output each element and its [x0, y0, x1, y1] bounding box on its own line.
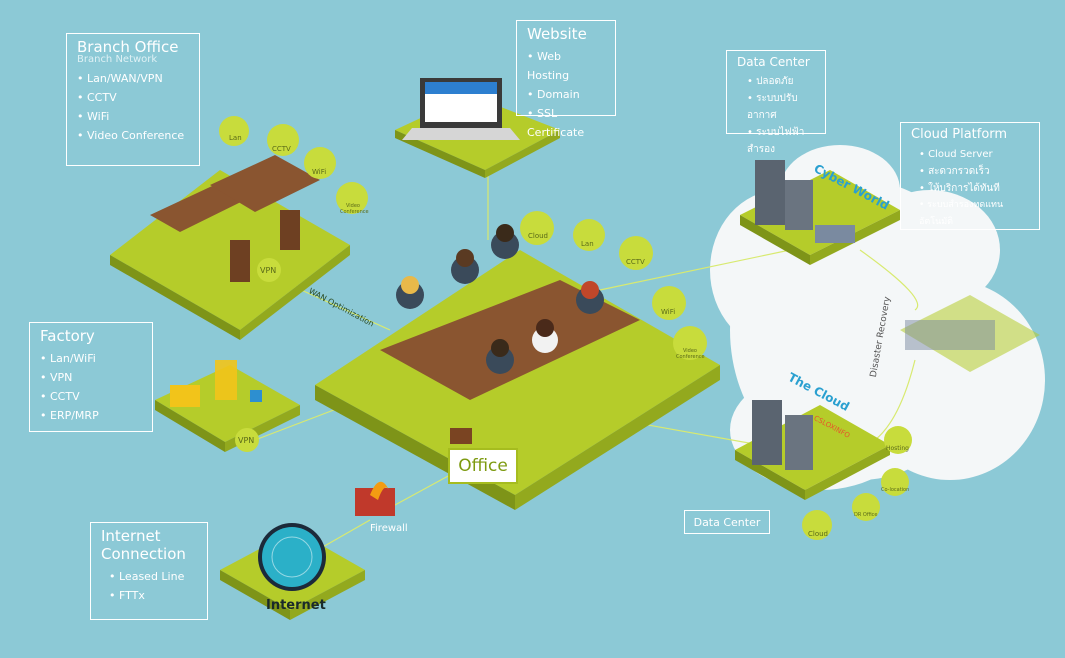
list-item: ระบบสำรองทดแทนอัตโนมัติ: [919, 197, 1029, 231]
list-item: Domain: [527, 85, 605, 104]
website-list: Web Hosting Domain SSL Certificate: [527, 47, 605, 142]
list-item: FTTx: [109, 586, 197, 605]
cloud-platform-list: Cloud Server สะดวกรวดเร็ว ให้บริการได้ทั…: [919, 146, 1029, 231]
data-center-top-list: ปลอดภัย ระบบปรับอากาศ ระบบไฟฟ้าสำรอง: [747, 73, 815, 158]
data-center-bottom-platform: [735, 400, 890, 500]
list-item: Video Conference: [77, 126, 189, 145]
list-item: ระบบปรับอากาศ: [747, 90, 815, 124]
data-center-top-title: Data Center: [737, 55, 810, 69]
list-item: ปลอดภัย: [747, 73, 815, 90]
list-item: ERP/MRP: [40, 406, 142, 425]
internet-connection-list: Leased Line FTTx: [109, 567, 197, 605]
cloud-dc-label: Cloud: [808, 530, 828, 538]
office-platform: [315, 224, 720, 510]
list-item: สะดวกรวดเร็ว: [919, 163, 1029, 180]
website-title: Website: [527, 25, 587, 43]
list-item: SSL Certificate: [527, 104, 605, 142]
lan-office-label: Lan: [581, 240, 594, 248]
vpn-branch-label: VPN: [260, 266, 277, 275]
cloud-platform-title: Cloud Platform: [911, 127, 1008, 142]
wifi-office-label: WiFi: [661, 308, 676, 316]
list-item: Lan/WAN/VPN: [77, 69, 189, 88]
hosting-label: Hosting: [886, 445, 909, 452]
list-item: Leased Line: [109, 567, 197, 586]
video-conference-office-label: Video Conference: [676, 348, 705, 360]
factory-title: Factory: [40, 327, 95, 345]
list-item: Lan/WiFi: [40, 349, 142, 368]
icon-bubbles: [219, 116, 912, 540]
firewall-label: Firewall: [370, 523, 408, 534]
branch-office-title: Branch Office: [77, 38, 179, 56]
internet-connection-box: Internet Connection Leased Line FTTx: [90, 522, 208, 620]
factory-list: Lan/WiFi VPN CCTV ERP/MRP: [40, 349, 142, 425]
cloud-platform-box: Cloud Platform Cloud Server สะดวกรวดเร็ว…: [900, 122, 1040, 230]
website-box: Website Web Hosting Domain SSL Certifica…: [516, 20, 616, 139]
branch-office-box: Branch Office Branch Network Lan/WAN/VPN…: [66, 33, 200, 166]
data-center-bottom-label: Data Center: [684, 510, 770, 534]
website-platform: [395, 78, 560, 178]
internet-connection-title: Internet Connection: [101, 527, 186, 563]
branch-platform: [110, 155, 350, 340]
list-item: WiFi: [77, 107, 189, 126]
list-item: VPN: [40, 368, 142, 387]
lan-branch-label: Lan: [229, 134, 242, 142]
cloud-platform-platform: [900, 295, 1040, 372]
cctv-branch-label: CCTV: [272, 145, 291, 153]
cloud-office-label: Cloud: [528, 232, 548, 240]
branch-office-list: Lan/WAN/VPN CCTV WiFi Video Conference: [77, 69, 189, 145]
factory-platform: [155, 360, 300, 452]
factory-box: Factory Lan/WiFi VPN CCTV ERP/MRP: [29, 322, 153, 432]
list-item: Cloud Server: [919, 146, 1029, 163]
internet-platform: [220, 523, 365, 620]
dr-office-label: DR Office: [854, 512, 878, 518]
list-item: Web Hosting: [527, 47, 605, 85]
list-item: ให้บริการได้ทันที: [919, 180, 1029, 197]
colocation-label: Co-location: [881, 487, 910, 493]
data-center-top-platform: [740, 160, 900, 265]
cctv-office-label: CCTV: [626, 258, 645, 266]
firewall-icon: [355, 481, 395, 516]
list-item: CCTV: [77, 88, 189, 107]
list-item: ระบบไฟฟ้าสำรอง: [747, 124, 815, 158]
data-center-top-box: Data Center ปลอดภัย ระบบปรับอากาศ ระบบไฟ…: [726, 50, 826, 155]
internet-label: Internet: [266, 598, 326, 613]
branch-office-subtitle: Branch Network: [77, 54, 158, 65]
list-item: CCTV: [40, 387, 142, 406]
video-conference-branch-label: Video Conference: [340, 203, 369, 215]
wifi-branch-label: WiFi: [312, 168, 327, 176]
vpn-factory-label: VPN: [238, 436, 255, 445]
office-label: Office: [448, 448, 518, 484]
